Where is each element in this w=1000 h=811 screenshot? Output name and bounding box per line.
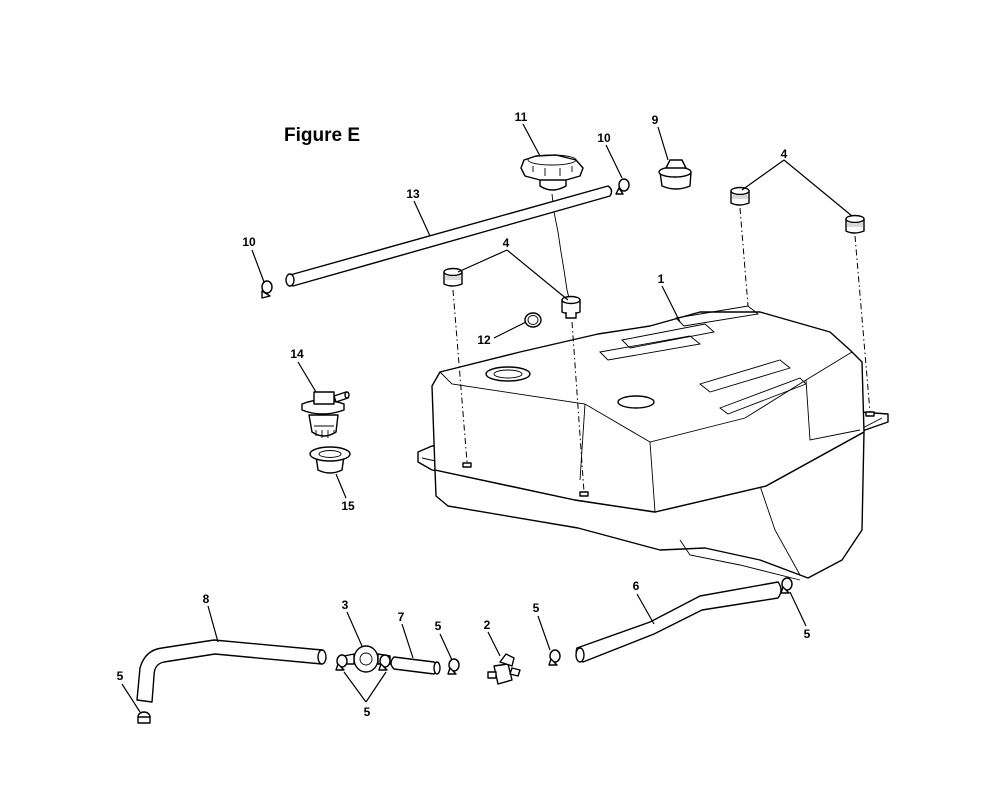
callout-13: 13 <box>406 187 420 201</box>
alignment-line <box>739 207 749 307</box>
callout-12: 12 <box>477 333 491 347</box>
fuel-valve <box>301 391 350 438</box>
callout-5-d: 5 <box>117 669 124 683</box>
callout-5-e: 5 <box>364 705 371 719</box>
callout-7: 7 <box>398 610 405 624</box>
callout-11: 11 <box>515 110 528 124</box>
callout-10-upper: 10 <box>597 131 611 145</box>
callout-4-center: 4 <box>503 236 510 250</box>
callout-labels: 11 10 9 4 13 10 4 1 12 14 15 6 8 3 7 5 2… <box>117 110 811 719</box>
fuel-hose-6 <box>575 581 782 663</box>
grommet-right-1 <box>730 186 750 206</box>
callout-6: 6 <box>633 579 640 593</box>
alignment-line <box>452 289 468 463</box>
fuel-hose-8 <box>136 639 327 703</box>
hose-clamp-10-left <box>261 280 273 299</box>
seal-ring <box>524 312 542 328</box>
filler-cap <box>520 154 584 191</box>
hose-clamp-5-e <box>548 649 561 666</box>
fuel-tube-7 <box>390 656 441 675</box>
leader-lines <box>121 123 853 713</box>
callout-5-c: 5 <box>804 627 811 641</box>
hose-clamp-10-upper <box>615 178 630 195</box>
fuel-tank <box>417 305 889 581</box>
alignment-line <box>571 321 585 493</box>
tank-bushing <box>309 446 351 474</box>
vent-cap <box>658 159 692 190</box>
hose-clamp-5-a <box>137 711 151 724</box>
figure-title: Figure E <box>284 125 360 146</box>
callout-10-left: 10 <box>242 235 256 249</box>
callout-8: 8 <box>203 592 210 606</box>
callout-5-b: 5 <box>533 601 540 615</box>
callout-1: 1 <box>658 272 665 286</box>
callout-5-a: 5 <box>435 619 442 633</box>
hose-clamp-5-b <box>335 654 348 671</box>
callout-3: 3 <box>342 598 349 612</box>
grommet-right-2 <box>845 214 865 234</box>
seal-ring-inner <box>527 315 539 325</box>
hose-clamp-5-d <box>447 658 460 675</box>
hose-clamp-5-c <box>378 654 391 671</box>
callout-14: 14 <box>290 347 304 361</box>
hose-clamp-5-f <box>780 577 793 594</box>
callout-2: 2 <box>484 618 491 632</box>
grommet-center <box>561 295 581 319</box>
alignment-line <box>854 235 871 413</box>
shutoff-valve <box>487 653 521 685</box>
vent-tube <box>285 185 613 287</box>
callout-15: 15 <box>341 499 355 513</box>
grommet-left <box>443 267 463 287</box>
callout-9: 9 <box>652 113 659 127</box>
callout-4-right: 4 <box>781 147 788 161</box>
